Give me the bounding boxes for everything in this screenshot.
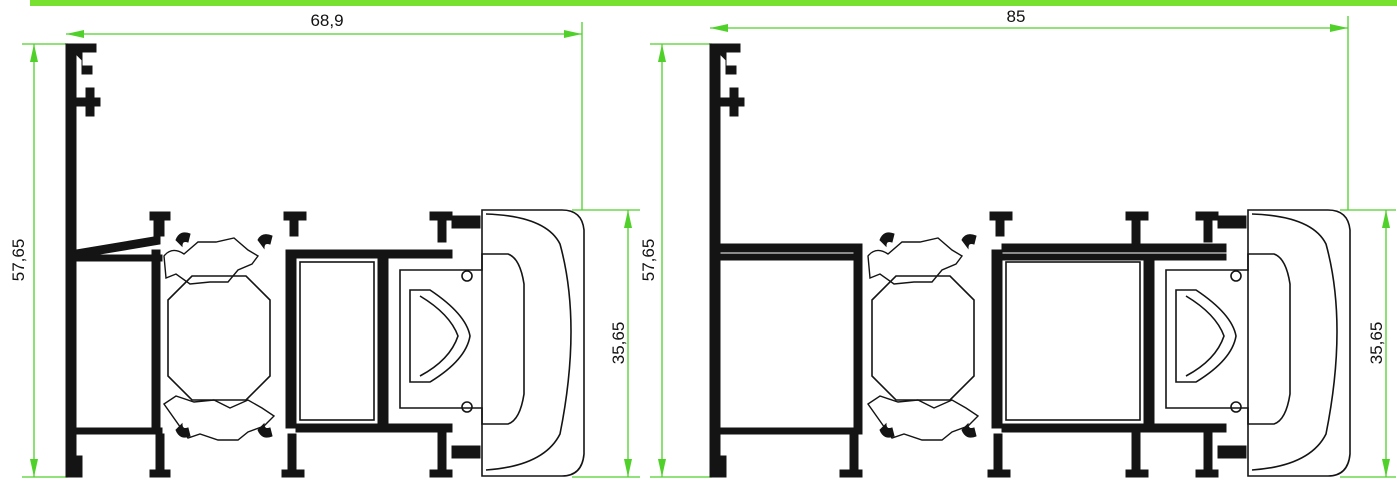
left-width-label: 68,9: [310, 11, 343, 30]
left-profile: 68,9 57,65 35,65: [9, 11, 640, 478]
right-profile: 85 57,65 35,65: [639, 7, 1396, 478]
left-frame: [64, 43, 481, 478]
right-height-dimension: 57,65: [639, 43, 712, 478]
right-width-label: 85: [1007, 7, 1026, 26]
right-frame: [708, 43, 1247, 478]
left-height-dimension: 57,65: [9, 43, 68, 478]
right-sash: [1165, 209, 1351, 477]
right-width-dimension: 85: [710, 7, 1349, 210]
left-sash-height-label: 35,65: [609, 322, 628, 365]
left-sash-height-dimension: 35,65: [572, 209, 640, 478]
left-width-dimension: 68,9: [66, 11, 583, 210]
right-sash-height-label: 35,65: [1367, 322, 1386, 365]
right-height-label: 57,65: [639, 239, 658, 282]
left-sash: [399, 209, 585, 477]
top-bar: [30, 0, 1397, 6]
left-height-label: 57,65: [9, 239, 28, 282]
right-sash-height-dimension: 35,65: [1340, 209, 1396, 478]
